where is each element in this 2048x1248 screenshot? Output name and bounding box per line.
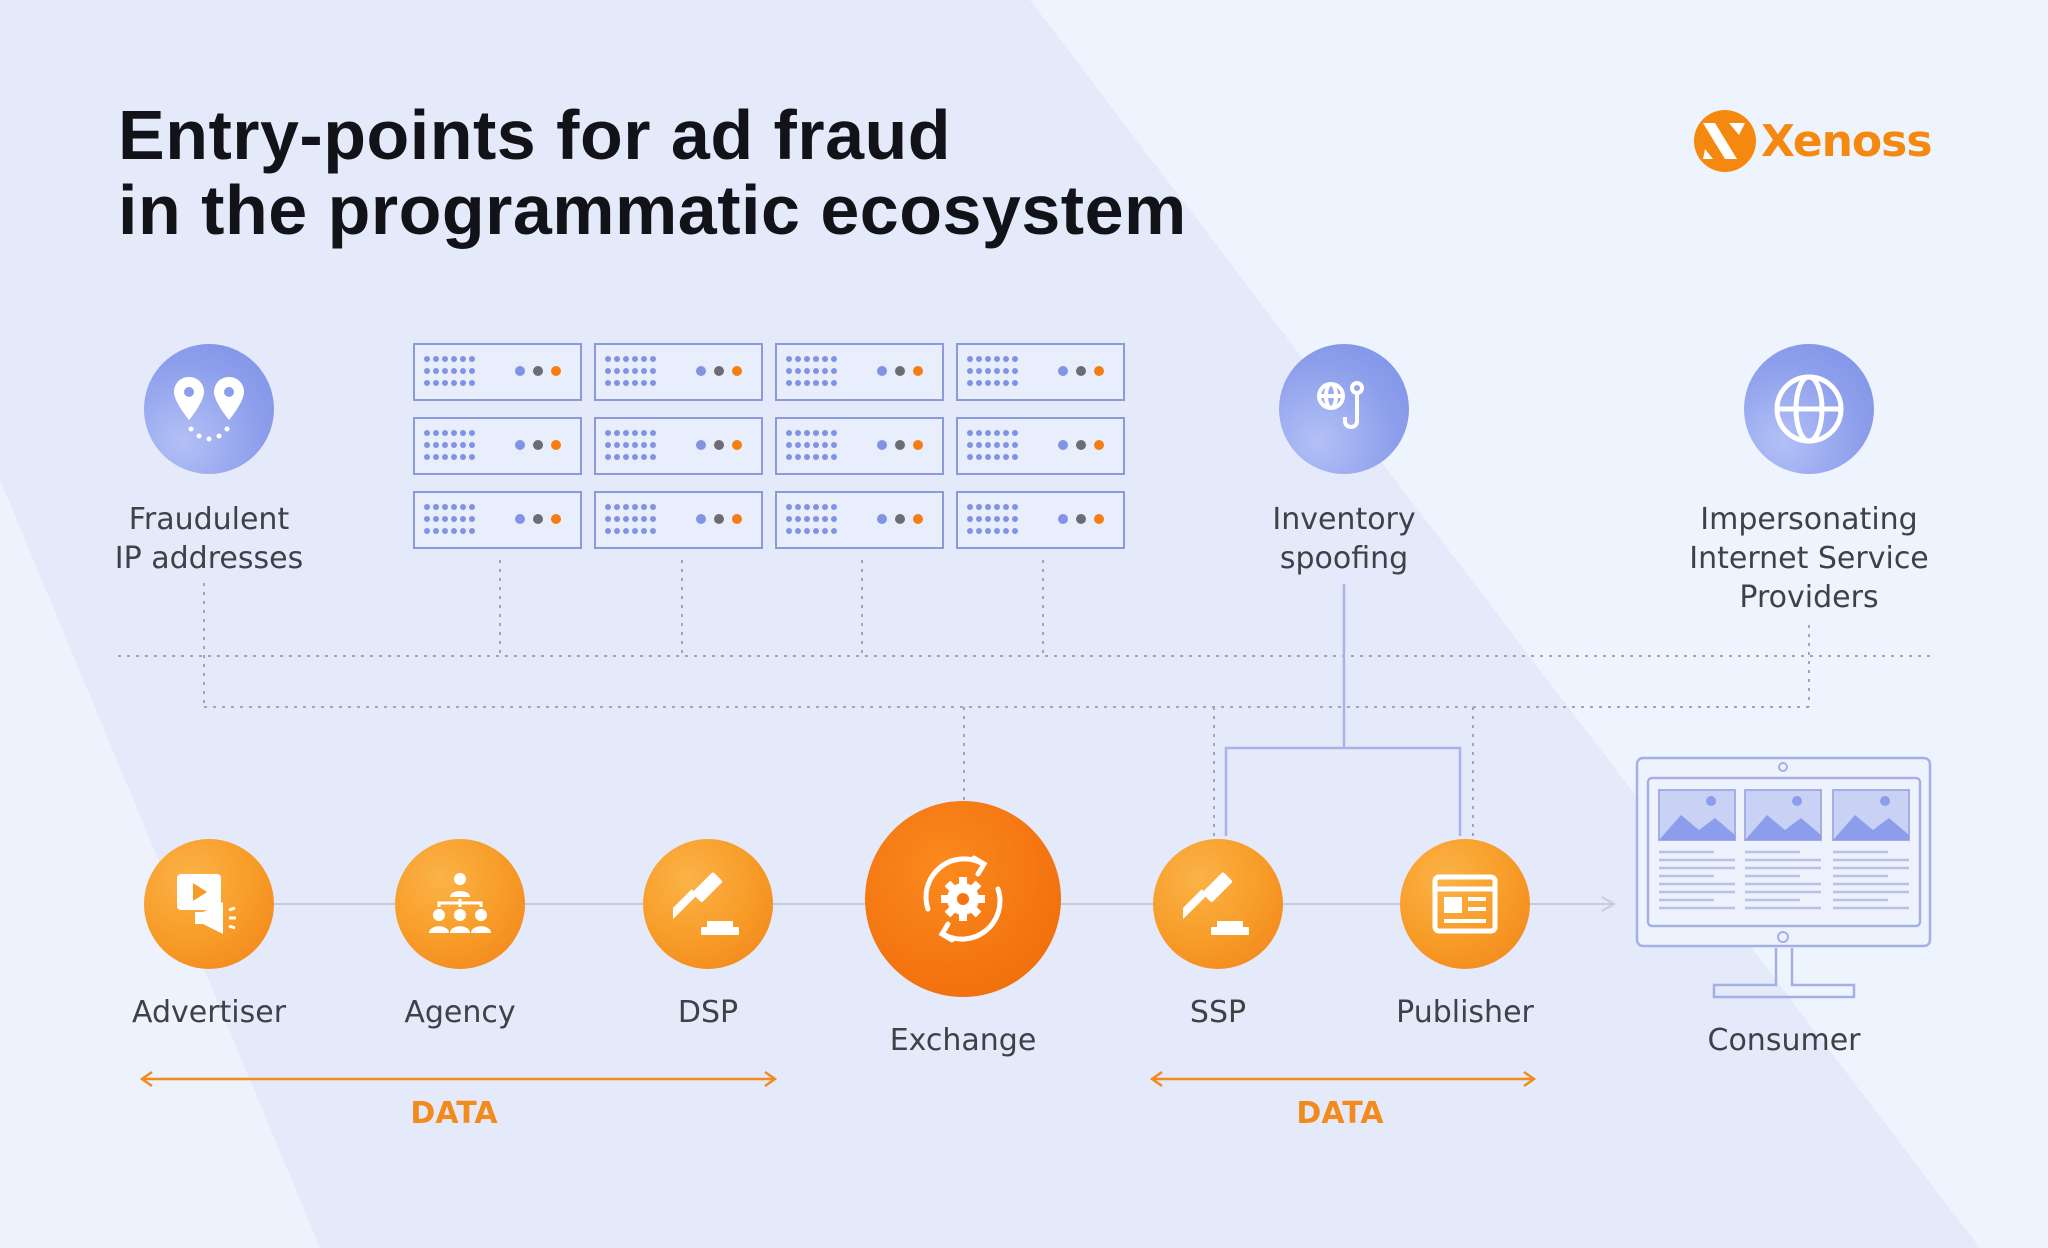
ssp-label: SSP bbox=[1189, 995, 1247, 1030]
fraudulent-ip-circle bbox=[144, 344, 274, 474]
server-unit bbox=[956, 343, 1125, 401]
server-unit bbox=[413, 417, 582, 475]
server-unit bbox=[413, 491, 582, 549]
exchange-label: Exchange bbox=[889, 1023, 1037, 1058]
server-unit bbox=[956, 417, 1125, 475]
location-pins-icon bbox=[174, 377, 244, 442]
data-label-left: DATA bbox=[410, 1096, 498, 1131]
label-line: Internet Service bbox=[1689, 541, 1929, 576]
server-unit bbox=[775, 491, 944, 549]
dsp-node bbox=[643, 839, 773, 969]
ssp-node bbox=[1153, 839, 1283, 969]
gavel-icon bbox=[1183, 872, 1249, 935]
logo-text: Xenoss bbox=[1761, 115, 1933, 167]
server-unit bbox=[775, 417, 944, 475]
globe-hook-icon bbox=[1317, 381, 1364, 429]
globe-icon bbox=[1774, 374, 1844, 444]
server-unit bbox=[775, 343, 944, 401]
label-line: Fraudulent bbox=[128, 502, 290, 537]
data-label-right: DATA bbox=[1296, 1096, 1384, 1131]
org-chart-icon bbox=[429, 873, 491, 933]
isp-circle bbox=[1744, 344, 1874, 474]
label-line: Inventory bbox=[1272, 502, 1416, 537]
gear-cycle-icon bbox=[923, 855, 1003, 943]
server-unit bbox=[594, 491, 763, 549]
label-line: Impersonating bbox=[1700, 502, 1918, 537]
data-arrow bbox=[139, 1070, 1537, 1088]
inventory-spoofing-label: Inventory spoofing bbox=[1272, 500, 1415, 578]
publisher-label: Publisher bbox=[1396, 995, 1534, 1030]
agency-label: Agency bbox=[404, 995, 516, 1030]
server-unit bbox=[594, 417, 763, 475]
isp-label: Impersonating Internet Service Providers bbox=[1689, 500, 1929, 617]
advertiser-label: Advertiser bbox=[131, 995, 287, 1030]
gavel-icon bbox=[673, 872, 739, 935]
consumer-label: Consumer bbox=[1707, 1023, 1861, 1058]
title-line-2: in the programmatic ecosystem bbox=[118, 171, 1187, 249]
agency-node bbox=[395, 839, 525, 969]
video-ad-icon bbox=[177, 874, 236, 934]
inventory-spoofing-circle bbox=[1279, 344, 1409, 474]
server-unit bbox=[413, 343, 582, 401]
advertiser-node bbox=[144, 839, 274, 969]
server-unit bbox=[956, 491, 1125, 549]
exchange-node bbox=[865, 801, 1061, 997]
fraudulent-ip-label: Fraudulent IP addresses bbox=[115, 500, 303, 578]
label-line: Providers bbox=[1739, 580, 1879, 615]
publisher-node bbox=[1400, 839, 1530, 969]
server-unit bbox=[594, 343, 763, 401]
xenoss-logo-icon bbox=[1694, 110, 1756, 172]
dsp-label: DSP bbox=[677, 995, 739, 1030]
label-line: IP addresses bbox=[114, 541, 304, 576]
page-title: Entry-points for ad fraud in the program… bbox=[118, 98, 1187, 248]
xenoss-logo: Xenoss bbox=[1693, 109, 1933, 173]
title-line-1: Entry-points for ad fraud bbox=[118, 96, 952, 174]
label-line: spoofing bbox=[1279, 541, 1409, 576]
webpage-icon bbox=[1432, 874, 1498, 934]
